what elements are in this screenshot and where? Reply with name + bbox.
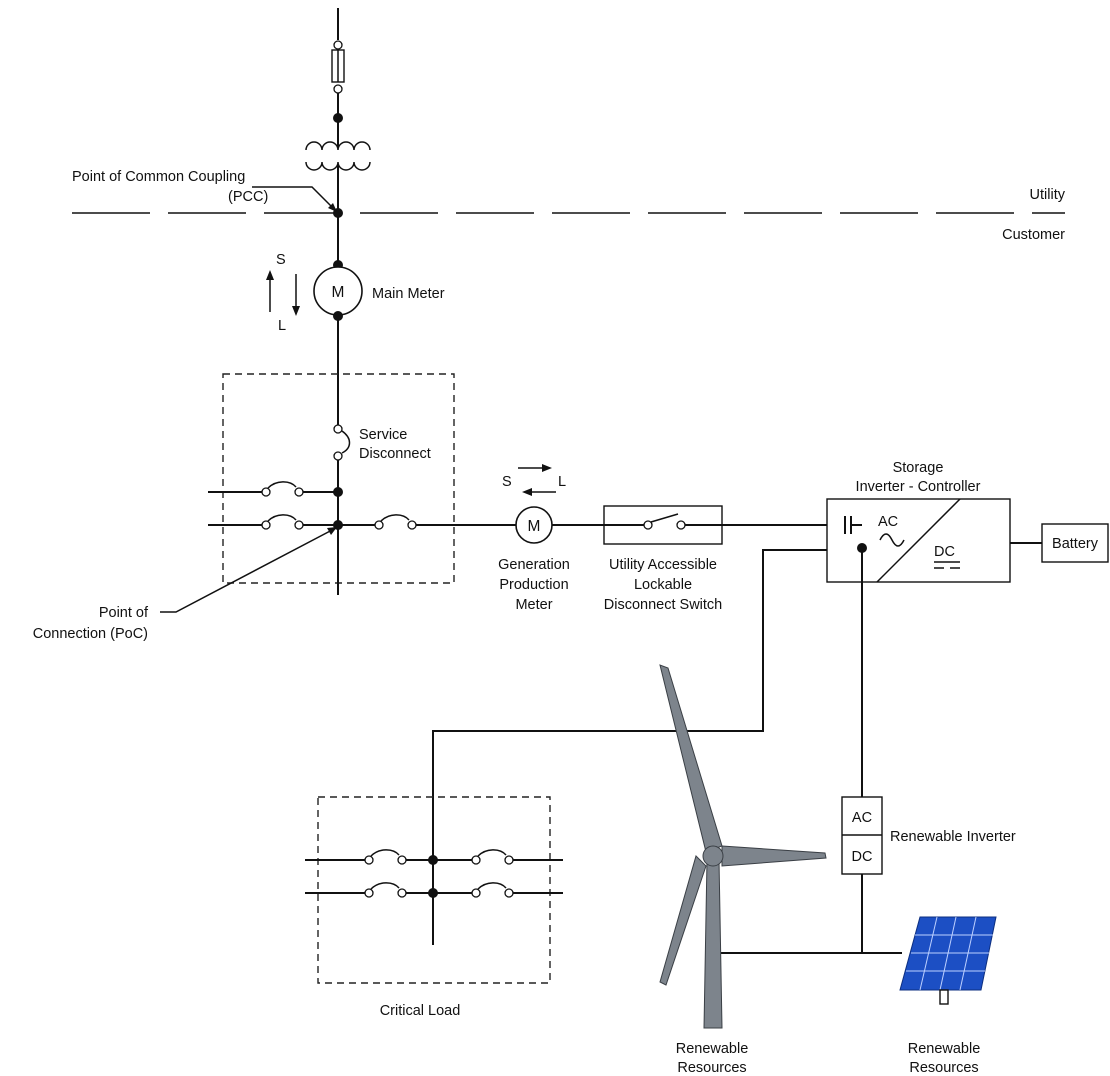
renewable-inverter-ac-label: AC xyxy=(852,810,872,826)
solar-resources-label-line2: Resources xyxy=(909,1060,978,1076)
critical-load-label: Critical Load xyxy=(380,1003,461,1019)
wind-turbine-icon xyxy=(659,664,827,1029)
pcc-label-line1: Point of Common Coupling xyxy=(72,169,245,185)
battery-label: Battery xyxy=(1052,536,1099,552)
supply-arrow-icon xyxy=(266,270,274,312)
disconnect-switch-label-line1: Utility Accessible xyxy=(609,557,717,573)
critical-load-panel: Critical Load xyxy=(305,796,563,1019)
disconnect-switch-label-line3: Disconnect Switch xyxy=(604,597,722,613)
renewable-inverter-dc-label: DC xyxy=(852,849,873,865)
utility-feed xyxy=(305,8,371,262)
renewable-inverter-label: Renewable Inverter xyxy=(890,829,1016,845)
utility-label: Utility xyxy=(1030,187,1066,203)
critical-load-box xyxy=(317,796,551,984)
solar-panel-icon xyxy=(899,916,997,1005)
transformer-icon xyxy=(305,141,371,171)
generation-meter-label-line1: Generation xyxy=(498,557,570,573)
poc-label-line2: Connection (PoC) xyxy=(33,626,148,642)
main-meter-s-label: S xyxy=(276,252,286,268)
wind-resources-label-line2: Resources xyxy=(677,1060,746,1076)
customer-label: Customer xyxy=(1002,227,1065,243)
renewable-bus: AC DC Renewable Inverter xyxy=(720,548,1016,954)
wind-resources-label-line1: Renewable xyxy=(676,1041,749,1057)
generation-meter: M Generation Production Meter S L xyxy=(498,464,645,613)
pcc-label-line2: (PCC) xyxy=(228,189,268,205)
generation-meter-symbol: M xyxy=(528,518,541,535)
lockable-disconnect-switch: Utility Accessible Lockable Disconnect S… xyxy=(603,505,845,613)
main-meter-l-label: L xyxy=(278,318,286,334)
export-arrow-icon xyxy=(518,464,552,472)
service-disconnect-label-line2: Disconnect xyxy=(359,446,431,462)
generation-meter-label-line2: Production xyxy=(499,577,568,593)
pcc-boundary: Point of Common Coupling (PCC) Utility C… xyxy=(72,169,1066,243)
main-meter-symbol: M xyxy=(332,284,345,301)
dc-symbol-icon xyxy=(934,561,960,569)
generation-meter-l-label: L xyxy=(558,474,566,490)
storage-label-line1: Storage xyxy=(893,460,944,476)
storage-label-line2: Inverter - Controller xyxy=(856,479,981,495)
load-arrow-icon xyxy=(292,274,300,316)
generation-meter-s-label: S xyxy=(502,474,512,490)
poc-label-line1: Point of xyxy=(99,605,149,621)
storage-inverter: Storage Inverter - Controller AC DC Batt… xyxy=(826,460,1109,583)
battery-box xyxy=(1041,523,1109,563)
main-meter-label: Main Meter xyxy=(372,286,445,302)
main-meter: M Main Meter S L xyxy=(266,252,445,425)
disconnect-switch-label-line2: Lockable xyxy=(634,577,692,593)
service-disconnect-label-line1: Service xyxy=(359,427,407,443)
ac-sine-icon xyxy=(879,533,905,547)
solar-resources-label-line1: Renewable xyxy=(908,1041,981,1057)
import-arrow-icon xyxy=(522,488,556,496)
storage-dc-label: DC xyxy=(934,544,955,560)
generation-meter-label-line3: Meter xyxy=(515,597,552,613)
service-panel: Service Disconnect Point of Connection (… xyxy=(33,373,516,642)
storage-ac-label: AC xyxy=(878,514,898,530)
